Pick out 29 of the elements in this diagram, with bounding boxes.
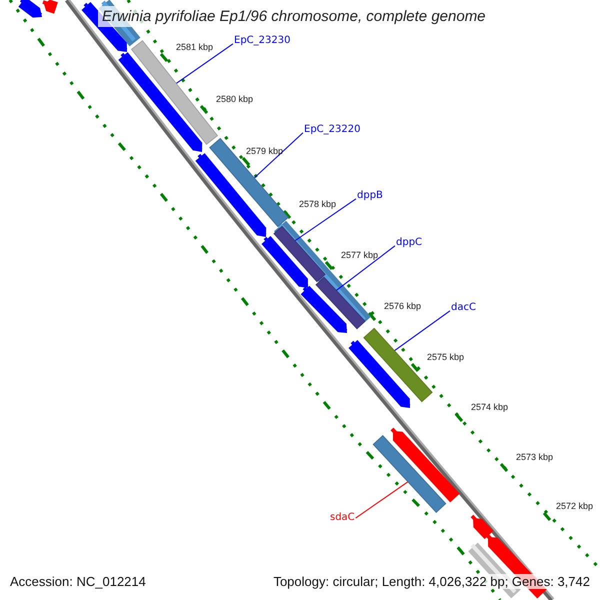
tick-label: 2577 kbp [341, 250, 378, 260]
tick-label: 2576 kbp [384, 301, 422, 311]
gene-bar [315, 276, 366, 330]
gene-bar [130, 40, 218, 145]
footer-text: Topology: circular; Length: 4,026,322 bp; Genes: 3,742 [271, 574, 592, 589]
tick-label: 2575 kbp [427, 352, 464, 362]
leader-line [394, 310, 450, 352]
leader-line [176, 43, 234, 84]
gene-label: sdaC [330, 512, 355, 523]
gene-label: dppB [357, 190, 383, 201]
footer-text: Accession: NC_012214 [8, 574, 148, 589]
gene-label: dacC [451, 302, 476, 313]
tick-label: 2573 kbp [516, 452, 554, 462]
leader-line [355, 481, 408, 519]
tick-label: 2580 kbp [216, 94, 254, 104]
gene-bar [372, 435, 446, 513]
gene-label: EpC_23220 [304, 124, 360, 135]
leader-line [294, 198, 356, 242]
gene-label: EpC_23230 [234, 35, 290, 46]
leader-line [254, 132, 304, 178]
gene-bar [273, 226, 326, 282]
tick-label: 2574 kbp [471, 402, 508, 412]
gene-bar [209, 138, 289, 228]
leader-line [336, 245, 396, 291]
tick-label: 2572 kbp [556, 501, 594, 511]
tick-label: 2578 kbp [299, 199, 336, 209]
gene-label: dppC [396, 237, 422, 248]
tick-label: 2581 kbp [176, 42, 214, 52]
tick-label: 2579 kbp [246, 146, 284, 156]
